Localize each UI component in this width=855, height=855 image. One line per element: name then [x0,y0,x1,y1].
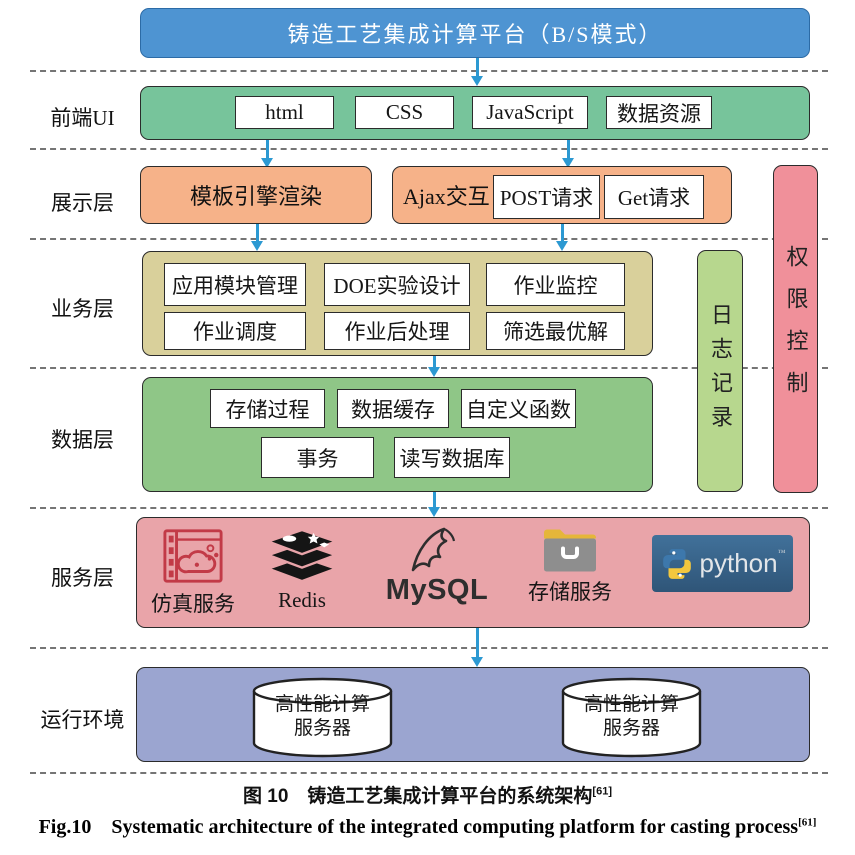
layer-label-data: 数据层 [51,428,114,452]
simulation-service-label: 仿真服务 [151,592,235,616]
down-arrow-icon [428,492,440,517]
python-snakes-icon [662,548,691,579]
storage-service: 存储服务 [515,527,625,606]
down-arrow-icon [251,224,263,251]
hpc-server: 高性能计算 服务器 [250,677,395,759]
data-item: 数据缓存 [337,389,449,428]
mysql-label: MySQL [385,574,489,606]
get-request-box: Get请求 [604,175,704,219]
frontend-item: 数据资源 [606,96,712,129]
business-item: 作业后处理 [324,312,470,350]
hpc-server: 高性能计算 服务器 [559,677,704,759]
layer-label-runtime: 运行环境 [40,708,125,732]
hpc-server-line1: 高性能计算 [583,694,679,715]
python-trademark: ™ [777,548,786,557]
post-request-box: POST请求 [493,175,600,219]
business-item: 作业监控 [486,263,625,306]
business-item: DOE实验设计 [324,263,470,306]
down-arrow-icon [471,58,483,86]
log-record-label: 日志记录 [708,303,733,439]
down-arrow-icon [562,140,574,168]
caption-chinese-ref: [61] [592,785,612,798]
caption-english: Fig.10 Systematic architecture of the in… [0,810,855,839]
platform-banner: 铸造工艺集成计算平台（B/S模式） [140,8,810,58]
storage-service-label: 存储服务 [528,580,612,604]
template-render-box: 模板引擎渲染 [140,166,372,224]
hpc-server-label: 高性能计算 服务器 [250,693,395,741]
business-item: 筛选最优解 [486,312,625,350]
caption-english-ref: [61] [798,816,817,829]
dashed-separator [30,647,828,649]
storage-folder-icon [544,529,596,572]
business-item: 作业调度 [164,312,306,350]
dashed-separator [30,238,828,240]
hpc-server-label: 高性能计算 服务器 [559,693,704,741]
data-item: 自定义函数 [461,389,576,428]
business-item: 应用模块管理 [164,263,306,306]
layer-label-display: 展示层 [51,191,114,215]
runtime-layer-box [136,667,810,762]
ajax-label: Ajax交互 [403,184,490,209]
permission-control-box: 权限控制 [773,165,818,493]
down-arrow-icon [471,628,483,667]
frontend-item: html [235,96,334,129]
permission-control-label: 权限控制 [783,245,809,413]
caption-chinese: 图 10 铸造工艺集成计算平台的系统架构[61] [0,781,855,808]
python-label: python [699,548,778,578]
mysql-dolphin-icon [411,527,456,572]
layer-label-service: 服务层 [51,566,114,590]
hpc-server-line2: 服务器 [602,718,660,739]
layer-label-business: 业务层 [51,297,114,321]
down-arrow-icon [261,140,273,168]
redis-service: Redis [258,528,346,613]
down-arrow-icon [556,224,568,251]
data-item: 读写数据库 [394,437,510,478]
mysql-service: MySQL [378,524,496,607]
caption-english-text: Fig.10 Systematic architecture of the in… [38,816,799,838]
hpc-server-line2: 服务器 [293,718,351,739]
frontend-item: JavaScript [472,96,588,129]
dashed-separator [30,70,828,72]
caption-chinese-text: 图 10 铸造工艺集成计算平台的系统架构 [243,786,593,807]
server-cylinder-icon [561,677,702,758]
dashed-separator [30,148,828,150]
simulation-service-icon [163,529,223,583]
hpc-server-line1: 高性能计算 [274,694,370,715]
redis-stack-icon [265,528,339,583]
redis-label: Redis [278,588,326,612]
layer-label-frontend: 前端UI [50,106,115,130]
simulation-service: 仿真服务 [143,526,243,618]
data-item: 存储过程 [210,389,325,428]
log-record-box: 日志记录 [697,250,743,492]
dashed-separator [30,772,828,774]
data-item: 事务 [261,437,374,478]
server-cylinder-icon [252,677,393,758]
frontend-item: CSS [355,96,454,129]
python-logo: python™ [652,535,793,592]
down-arrow-icon [428,356,440,377]
